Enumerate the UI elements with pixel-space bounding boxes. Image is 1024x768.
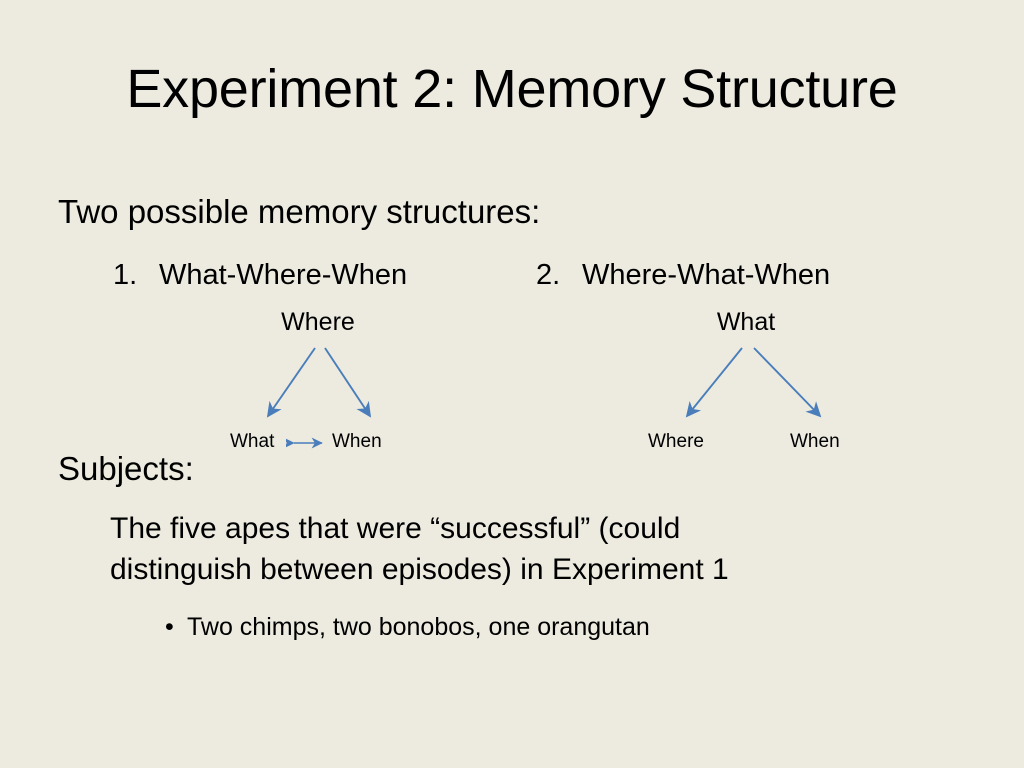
arrow-root-to-leaf-a — [266, 347, 316, 418]
diagram-branch-arrows — [266, 347, 372, 418]
arrow-root-to-leaf-a — [685, 347, 743, 418]
subjects-lead-text: Subjects: — [58, 450, 194, 487]
diagram-leaf-node-b: When — [332, 431, 382, 452]
paragraph-line: distinguish between episodes) in Experim… — [110, 553, 729, 586]
diagram-root-node: Where — [281, 308, 355, 336]
subjects-paragraph: The five apes that were “successful” (co… — [110, 508, 900, 590]
list-item-number: 1. — [113, 259, 138, 291]
bullet-label: Two chimps, two bonobos, one orangutan — [187, 613, 650, 641]
memory-structure-list: 1. What-Where-When 2. Where-What-When — [113, 255, 973, 295]
diagram-leaf-row: Where When — [596, 428, 896, 456]
structures-lead-text: Two possible memory structures: — [58, 193, 541, 230]
arrow-root-to-leaf-b — [753, 347, 822, 418]
memory-structure-diagram-1: Where What — [168, 306, 468, 466]
list-item: 1. What-Where-When — [113, 255, 407, 295]
diagram-branch-arrows — [685, 347, 822, 418]
list-item-label: Where-What-When — [582, 259, 831, 291]
page-title: Experiment 2: Memory Structure — [126, 59, 898, 119]
subjects-bullet-item: • Two chimps, two bonobos, one orangutan — [165, 610, 650, 644]
list-item-label: What-Where-When — [159, 259, 408, 291]
memory-structure-diagram-2: What Where When — [596, 306, 896, 466]
list-item: 2. Where-What-When — [536, 255, 830, 295]
arrow-root-to-leaf-b — [324, 347, 372, 418]
diagram-leaf-node-a: What — [230, 431, 275, 452]
list-item-number: 2. — [536, 259, 561, 291]
double-headed-arrow-icon — [286, 437, 323, 449]
diagram-root-node: What — [716, 308, 776, 336]
diagram-leaf-row: What When — [168, 428, 468, 456]
bullet-marker-icon: • — [165, 613, 174, 641]
paragraph-line: The five apes that were “successful” (co… — [110, 512, 681, 545]
diagram-leaf-node-b: When — [790, 431, 840, 452]
diagram-leaf-node-a: Where — [648, 431, 704, 452]
